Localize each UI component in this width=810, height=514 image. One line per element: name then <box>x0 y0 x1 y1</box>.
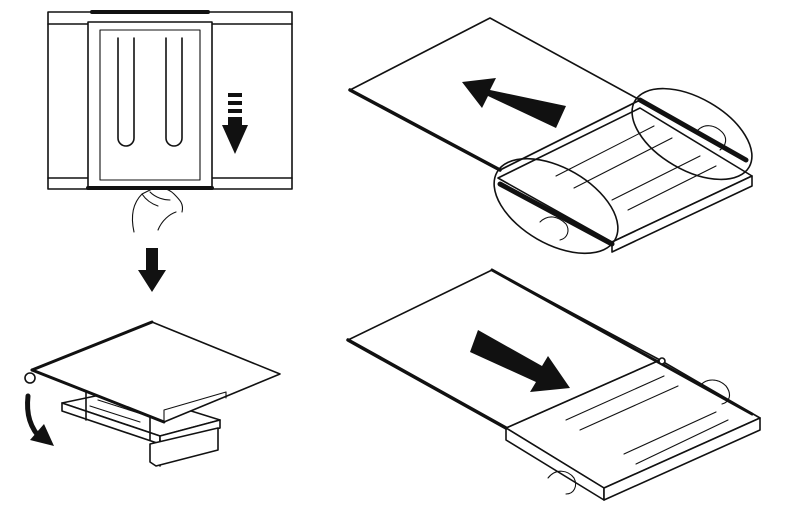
panel-slide-in <box>348 270 760 500</box>
shelf-cover <box>88 22 212 188</box>
panel-slide-out <box>350 18 767 273</box>
panel-front-view <box>48 12 292 292</box>
hand-icon <box>132 188 182 232</box>
next-step-arrow-icon <box>138 248 166 292</box>
panel-flip-glass <box>25 322 280 466</box>
